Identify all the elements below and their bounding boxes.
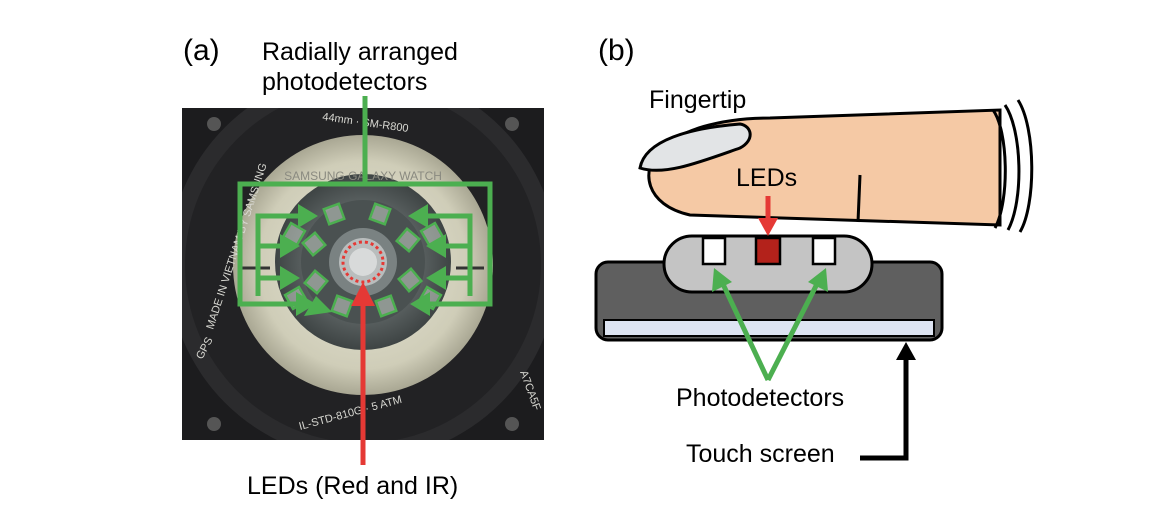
photodetectors-arrows-b bbox=[712, 268, 828, 382]
panel-b-tag: (b) bbox=[598, 34, 635, 67]
pd-square-6 bbox=[330, 294, 354, 318]
photodetectors-arrowheads-left bbox=[280, 204, 332, 316]
leds-arrow bbox=[351, 282, 375, 465]
pd-square-4 bbox=[396, 266, 424, 294]
pd-square-2 bbox=[368, 202, 392, 226]
photodetector-left bbox=[701, 236, 727, 266]
touch-screen-label: Touch screen bbox=[686, 440, 835, 468]
leds-arrow-b bbox=[758, 196, 778, 236]
wearable-device bbox=[594, 234, 944, 342]
led-square bbox=[754, 236, 782, 266]
photodetectors-label-line1: Radially arranged bbox=[262, 38, 458, 66]
pd-square-5 bbox=[374, 294, 398, 318]
pd-square-8 bbox=[300, 230, 328, 258]
fingertip-label: Fingertip bbox=[649, 86, 747, 114]
fingertip bbox=[638, 99, 1034, 233]
touch-screen-layer bbox=[603, 319, 935, 337]
leds-b-label: LEDs bbox=[736, 164, 798, 192]
photodetectors-branches-left bbox=[237, 243, 300, 307]
photodetectors-branches-right bbox=[426, 243, 493, 307]
photodetectors-b-label: Photodetectors bbox=[676, 384, 845, 412]
pd-square-1 bbox=[322, 202, 346, 226]
pd-square-3 bbox=[394, 226, 422, 254]
panel-a-tag: (a) bbox=[183, 34, 220, 67]
touch-screen-arrow bbox=[860, 342, 916, 461]
photodetectors-label-line2: photodetectors bbox=[262, 68, 428, 96]
photodetectors-callout bbox=[237, 96, 493, 296]
photodetector-right bbox=[811, 236, 837, 266]
photodetectors-arrowheads-right bbox=[408, 204, 446, 316]
pd-square-7 bbox=[302, 268, 330, 296]
leds-label: LEDs (Red and IR) bbox=[247, 472, 459, 500]
